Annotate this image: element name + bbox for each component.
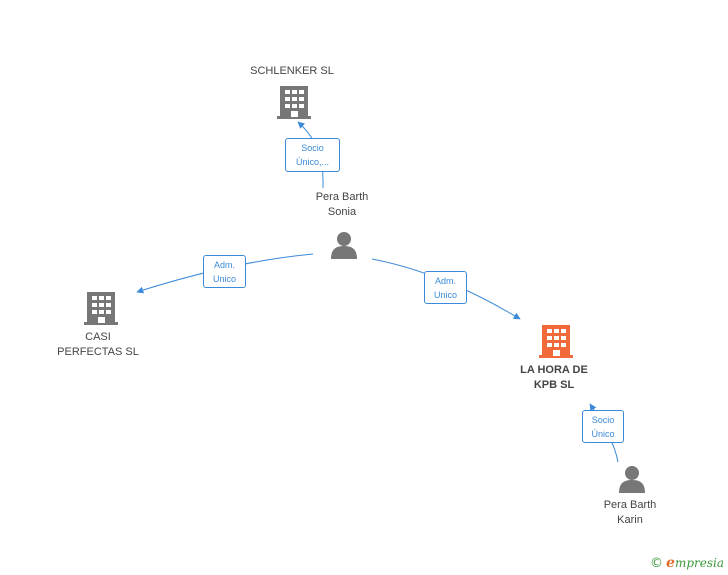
building-icon[interactable]: [84, 292, 118, 325]
node-label-schlenker[interactable]: SCHLENKER SL: [250, 65, 334, 77]
node-label-la-hora[interactable]: LA HORA DE KPB SL: [520, 364, 588, 391]
edge-label-sonia-casi: Adm. Unico: [203, 255, 246, 288]
building-icon-focus[interactable]: [539, 325, 573, 358]
building-icon[interactable]: [277, 86, 311, 119]
brand-logo: ©empresia: [650, 555, 724, 571]
edge-label-sonia-schlenker: Socio Único,...: [285, 138, 340, 172]
person-icon[interactable]: [331, 232, 357, 259]
edge-label-sonia-la-hora: Adm. Unico: [424, 271, 467, 304]
node-label-pera-sonia[interactable]: Pera Barth Sonia: [315, 191, 369, 218]
node-label-pera-karin[interactable]: Pera Barth Karin: [603, 499, 657, 526]
edge-label-karin-la-hora: Socio Único: [582, 410, 624, 443]
person-icon[interactable]: [619, 466, 645, 493]
node-label-casi[interactable]: CASI PERFECTAS SL: [57, 331, 139, 358]
copyright-icon: ©: [650, 556, 664, 571]
